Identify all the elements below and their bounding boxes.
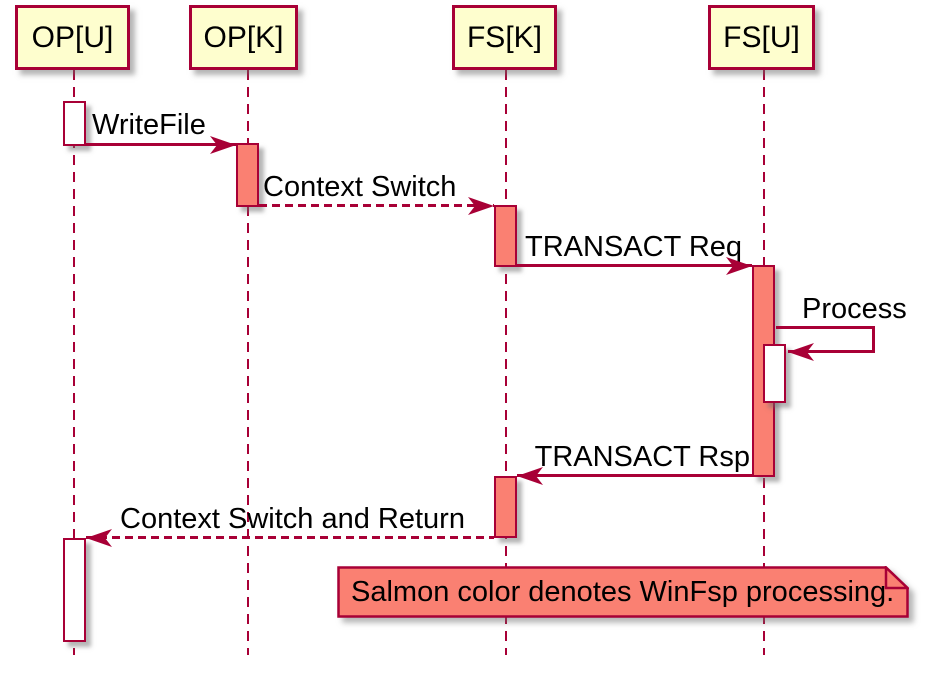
activation-opu-writefile xyxy=(63,101,86,146)
participant-label: FS[K] xyxy=(466,20,542,54)
lifeline-fsk xyxy=(505,70,507,655)
message-transact-req-label: TRANSACT Req xyxy=(525,231,743,263)
note-background xyxy=(337,564,911,618)
message-writefile-label: WriteFile xyxy=(92,109,206,141)
message-process-line-vertical xyxy=(872,326,875,353)
participant-head-fsu: FS[U] xyxy=(708,5,815,70)
participant-label: FS[U] xyxy=(723,20,800,54)
activation-opu-return xyxy=(63,538,86,642)
message-process-line-return xyxy=(788,350,875,353)
message-transact-rsp-line xyxy=(517,474,752,477)
lifeline-opk xyxy=(247,70,249,655)
message-context-switch-return-line xyxy=(86,536,494,539)
arrowhead-left-icon xyxy=(788,343,814,361)
note-fold-icon xyxy=(884,564,911,590)
message-process-line-out xyxy=(776,326,875,329)
message-process-label: Process xyxy=(802,293,907,325)
message-writefile-line xyxy=(86,143,236,146)
activation-opk xyxy=(236,143,259,207)
arrowhead-right-icon xyxy=(210,136,236,154)
note: Salmon color denotes WinFsp processing. xyxy=(337,564,911,618)
participant-head-fsk: FS[K] xyxy=(452,5,557,70)
participant-label: OP[K] xyxy=(203,20,284,54)
arrowhead-right-icon xyxy=(726,257,752,275)
message-context-switch-label: Context Switch xyxy=(263,171,457,203)
message-transact-req-line xyxy=(517,264,752,267)
participant-head-opu: OP[U] xyxy=(15,5,130,70)
participant-label: OP[U] xyxy=(31,20,114,54)
arrowhead-right-icon xyxy=(468,197,494,215)
note-text: Salmon color denotes WinFsp processing. xyxy=(351,576,895,608)
participant-head-opk: OP[K] xyxy=(189,5,298,70)
message-context-switch-return-label: Context Switch and Return xyxy=(120,503,465,535)
activation-fsk-request xyxy=(494,205,517,267)
message-transact-rsp-label: TRANSACT Rsp xyxy=(534,441,750,473)
message-context-switch-line xyxy=(259,204,494,207)
activation-fsu-process xyxy=(763,344,786,403)
arrowhead-left-icon xyxy=(517,467,543,485)
activation-fsk-response xyxy=(494,476,517,538)
lifeline-opu xyxy=(73,70,75,655)
arrowhead-left-icon xyxy=(86,529,112,547)
